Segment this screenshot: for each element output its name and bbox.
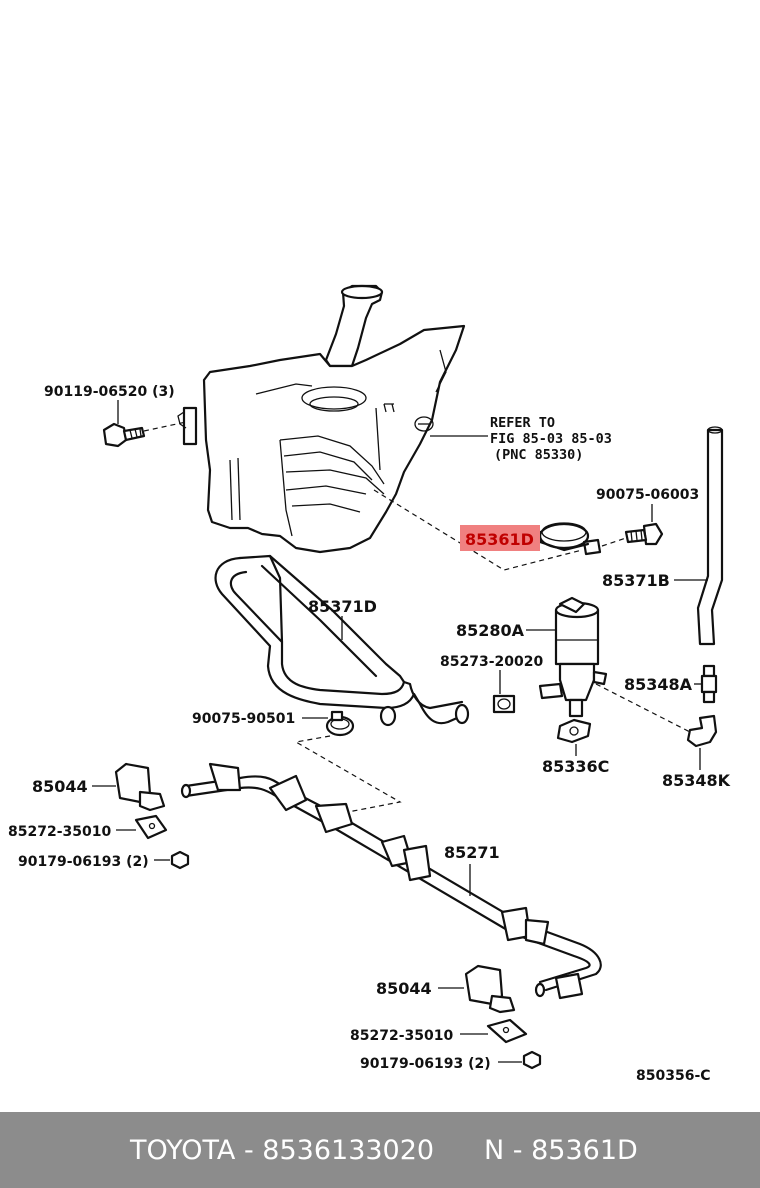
elbow-85348k [686,714,718,748]
parts-diagram: 90119-06520 (3) REFER TO FIG 85-03 85-03… [8,284,731,1084]
label-clamp-85361d[interactable]: 85361D [465,530,534,549]
nut-90179-bottom [522,1050,542,1070]
label-nut-90179-top: 90179-06193 (2) [18,854,149,870]
grommet-85273 [492,694,516,714]
label-bolt-90075-06003: 90075-06003 [596,487,699,503]
bolt-90075-06003 [601,522,664,547]
label-hose-85371d: 85371D [308,597,377,616]
bracket-85272-bottom [486,1018,528,1044]
label-washer-85336c: 85336C [542,757,609,776]
bolt-90119 [102,421,187,448]
joint-85348a [700,664,718,704]
highlight-box-85361d [460,525,540,551]
footer-part-number: TOYOTA - 8536133020 [130,1135,435,1166]
label-clip-90075-90501: 90075-90501 [192,711,295,727]
nut-90179-top [170,850,190,870]
label-pipe-85271: 85271 [444,843,500,862]
label-grommet-85273: 85273-20020 [440,654,543,670]
label-joint-85348a: 85348A [624,675,693,694]
label-nozzle-85044-bottom: 85044 [376,979,432,998]
pipe-85271 [180,762,602,1000]
label-pump-85280a: 85280A [456,621,525,640]
refer-note-line1: REFER TO [490,415,555,431]
refer-note-line2: FIG 85-03 85-03 [490,431,612,447]
clamp-85361d [538,522,602,556]
label-hose-85371b: 85371B [602,571,670,590]
label-bracket-85272-top: 85272-35010 [8,824,111,840]
washer-tank [177,284,466,554]
label-bracket-85272-bottom: 85272-35010 [350,1028,453,1044]
label-bolt-90119: 90119-06520 (3) [44,384,175,400]
nozzle-85044-bottom [464,964,516,1014]
figure-code: 850356-C [636,1068,711,1084]
footer-bar: TOYOTA - 8536133020 N - 85361D [0,1112,760,1188]
clip-90075-90501 [325,710,355,737]
footer-reference: N - 85361D [484,1135,638,1166]
label-nut-90179-bottom: 90179-06193 (2) [360,1056,491,1072]
washer-85336c [556,718,592,744]
refer-note-line3: (PNC 85330) [494,447,583,463]
label-nozzle-85044-top: 85044 [32,777,88,796]
nozzle-85044-top [114,762,166,812]
label-elbow-85348k: 85348K [662,771,731,790]
hose-85371b [696,426,724,646]
pump-85280a [538,596,608,718]
bracket-85272-top [134,814,168,840]
hose-85371d [214,554,470,727]
